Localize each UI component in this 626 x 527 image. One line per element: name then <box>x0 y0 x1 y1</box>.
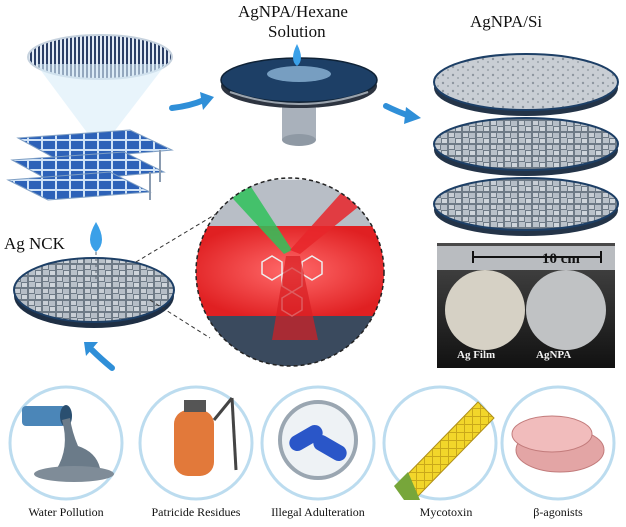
application-label-beta-agonists: β-agonists <box>533 505 583 519</box>
pesticide-sprayer-icon <box>138 385 254 501</box>
arrow-head-icon <box>84 342 98 356</box>
meat-icon <box>500 385 616 501</box>
spin-coater <box>220 44 378 146</box>
ag-nck-label: Ag NCK <box>4 234 65 253</box>
droplet-icon <box>293 44 301 66</box>
application-label-water-pollution: Water Pollution <box>28 505 104 519</box>
zoom-line <box>135 213 217 263</box>
ag-film-wafer <box>445 270 525 350</box>
application-label-mycotoxin: Mycotoxin <box>419 505 473 519</box>
arrow-head-icon <box>404 107 421 124</box>
zoom-line <box>149 299 211 339</box>
agnpa-photo-label: AgNPA <box>536 349 572 361</box>
water-pipe-icon <box>8 385 124 501</box>
droplet-icon <box>90 222 102 252</box>
application-row <box>8 385 616 501</box>
hexane-solution-label: AgNPA/Hexane <box>238 2 348 21</box>
ag-nck-disk <box>13 222 175 328</box>
flow-arrows <box>84 92 421 371</box>
capsule-magnifier-icon <box>260 385 376 501</box>
solar-panel-group <box>6 34 174 201</box>
application-label-patricide-residues: Patricide Residues <box>151 505 241 519</box>
scale-bar-label: 10 cm <box>542 251 580 267</box>
rotation-arrow-icon <box>229 91 369 105</box>
agnpa-si-label: AgNPA/Si <box>470 12 543 31</box>
arrow-right-icon <box>169 97 207 111</box>
application-label-illegal-adulteration: Illegal Adulteration <box>271 505 365 519</box>
solution-label: Solution <box>268 22 326 41</box>
arrow-head-icon <box>200 92 214 110</box>
solar-panel-icon <box>6 129 174 201</box>
ag-film-label: Ag Film <box>457 349 496 361</box>
magnified-view <box>195 177 385 367</box>
agnpa-wafer <box>526 270 606 350</box>
light-cone <box>36 64 166 150</box>
agnpa-si-stack <box>433 53 619 236</box>
arrow-up-icon <box>89 347 115 371</box>
corn-icon <box>382 385 498 501</box>
wafer-photo <box>437 243 615 368</box>
hotspot-beam <box>272 256 318 340</box>
